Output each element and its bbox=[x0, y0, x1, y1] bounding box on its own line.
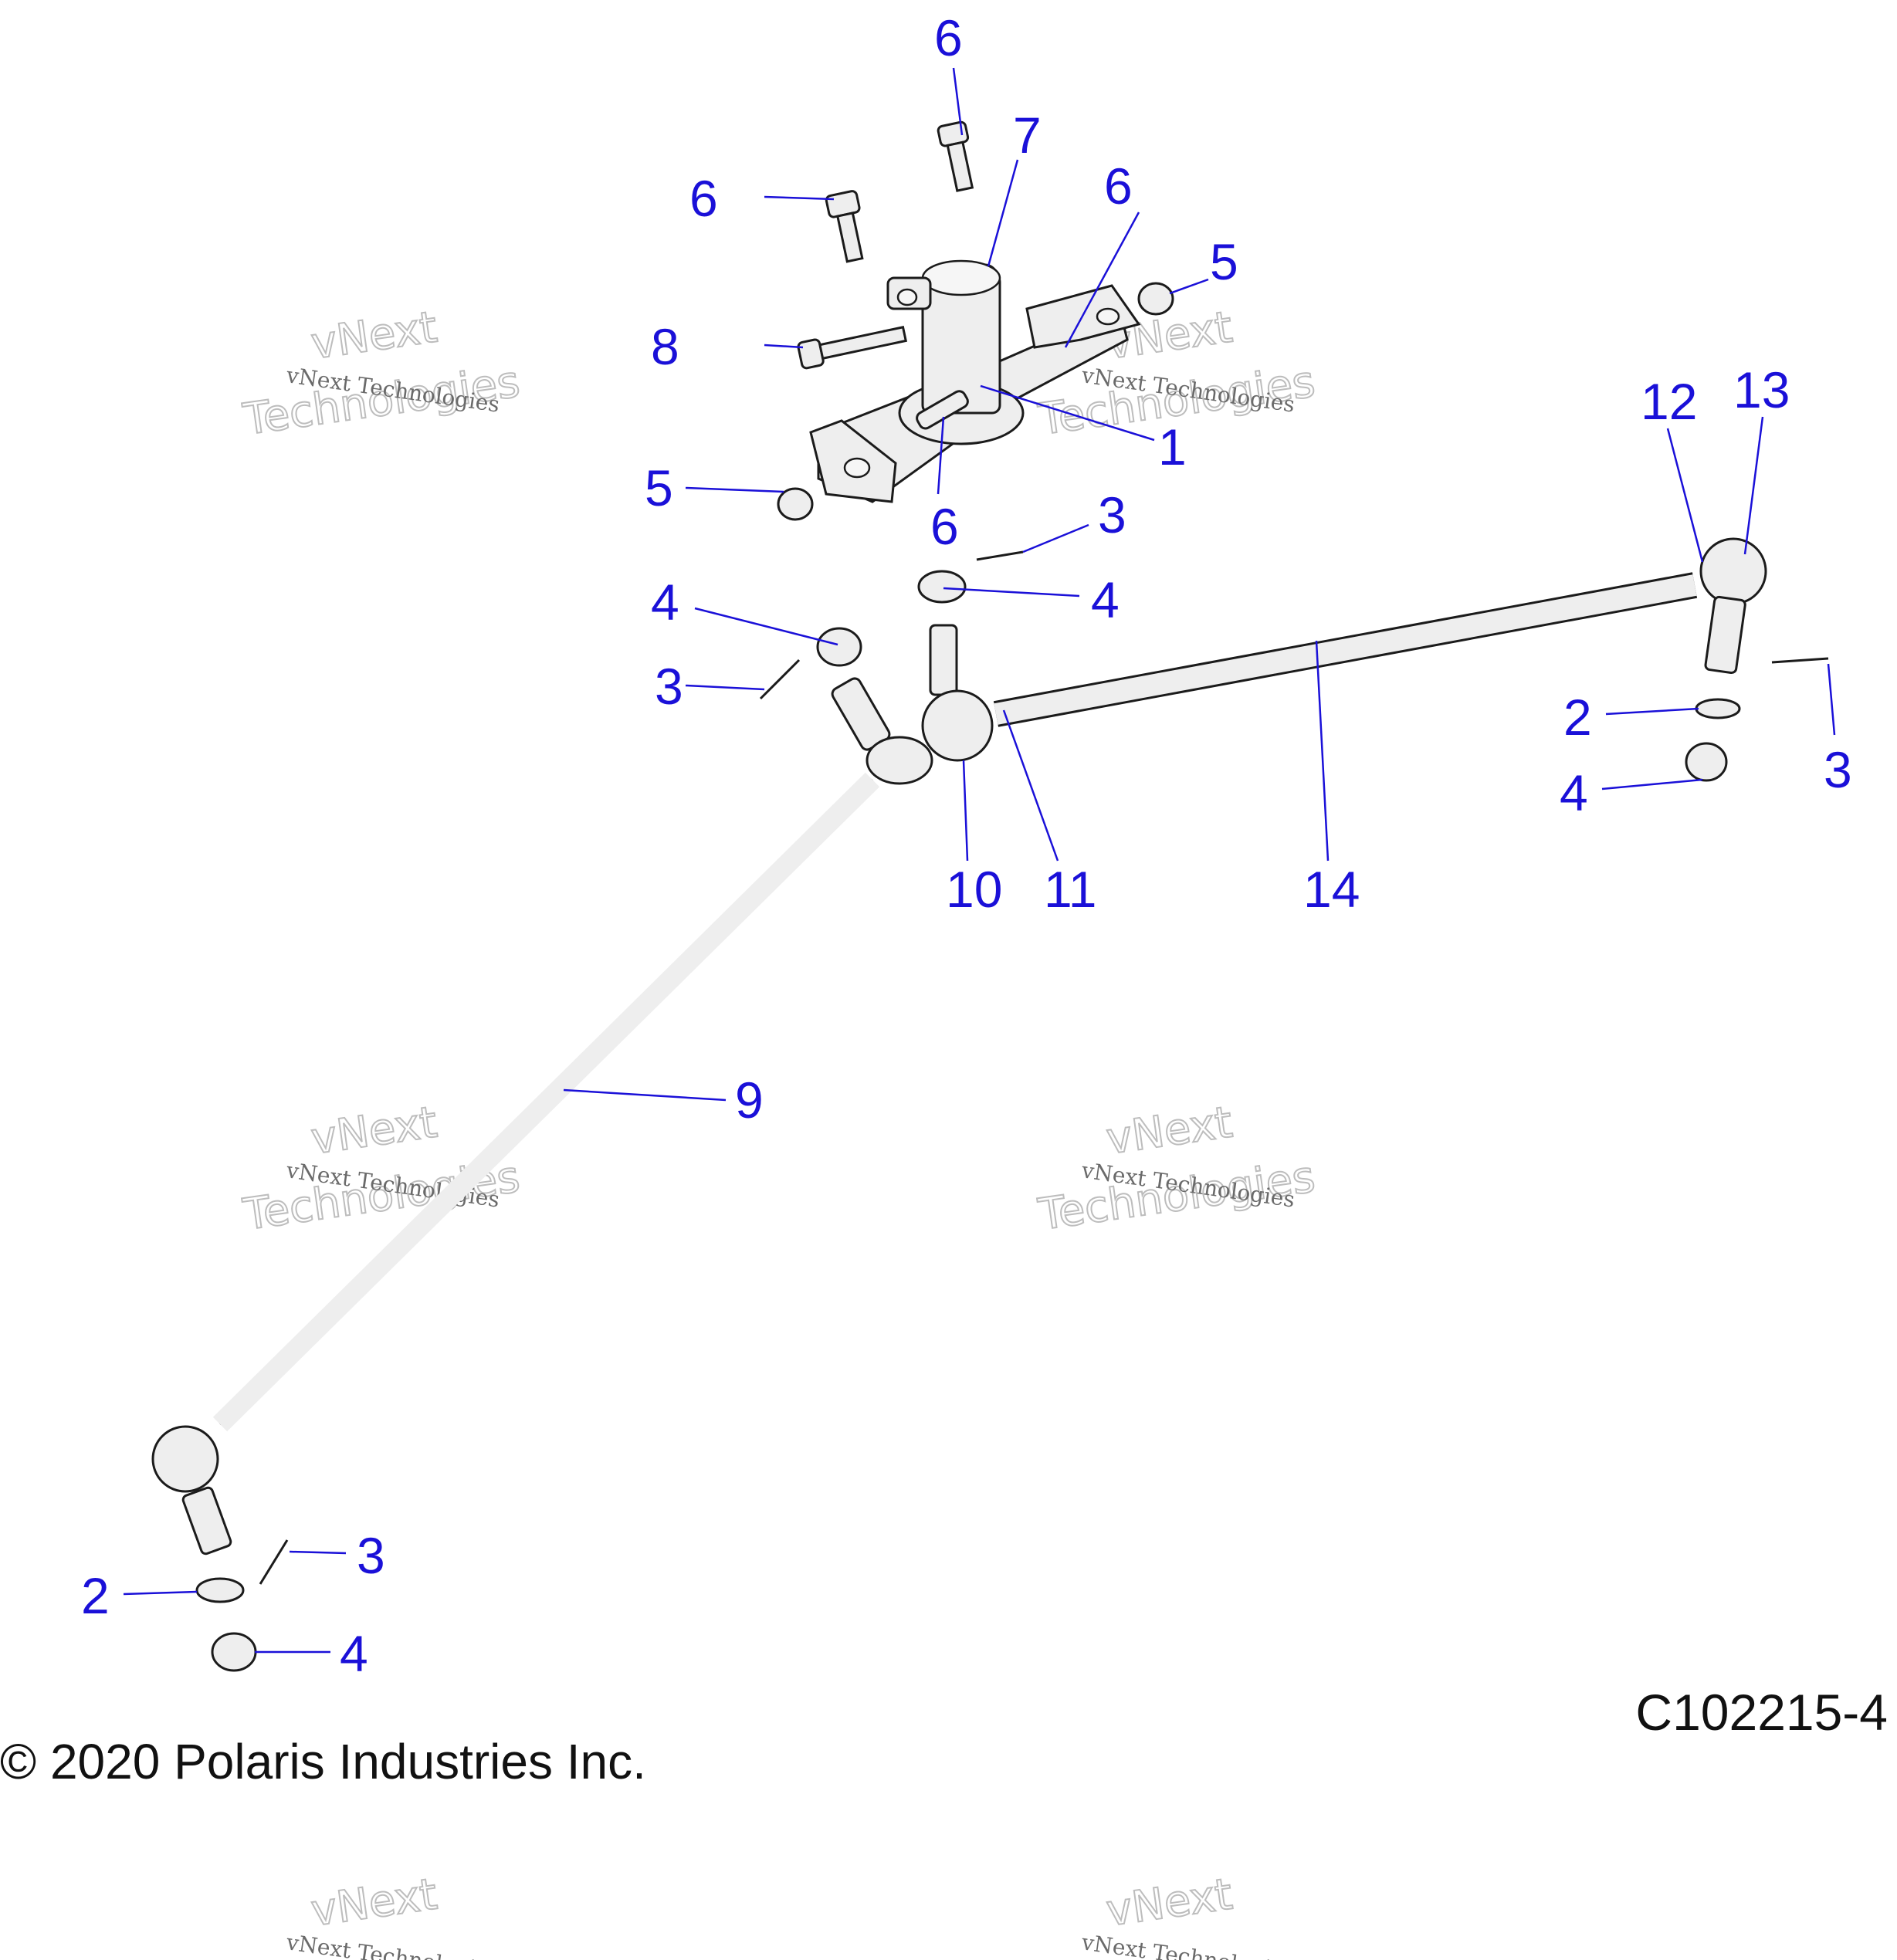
drawing-id: C102215-4 bbox=[1635, 1684, 1888, 1741]
callout-6: 6 bbox=[930, 498, 959, 555]
pivot-bracket bbox=[809, 259, 1141, 503]
nut-5-left bbox=[777, 487, 814, 521]
bolt-8 bbox=[797, 326, 908, 370]
callout-4: 4 bbox=[1560, 764, 1588, 821]
callout-labels: 6 7 6 6 5 8 1 5 6 3 4 4 3 12 13 2 4 3 10… bbox=[81, 9, 1852, 1682]
callout-3: 3 bbox=[1824, 741, 1852, 798]
callout-4: 4 bbox=[340, 1625, 368, 1682]
castle-nut-4b bbox=[816, 627, 862, 667]
cotter-pin-3a bbox=[976, 550, 1024, 561]
callout-7: 7 bbox=[1013, 107, 1042, 164]
washer-2b bbox=[195, 1577, 245, 1603]
watermark: vNext vNext Technologies bbox=[284, 1868, 501, 1960]
callout-11: 11 bbox=[1044, 861, 1097, 918]
watermark: vNext Technologies vNext Technologies bbox=[239, 301, 523, 445]
svg-text:vNext: vNext bbox=[308, 1869, 440, 1936]
svg-text:vNext: vNext bbox=[1103, 1097, 1235, 1164]
callout-10: 10 bbox=[946, 861, 1002, 918]
callout-2: 2 bbox=[1563, 689, 1592, 746]
watermarks: vNext Technologies vNext Technologies vN… bbox=[239, 301, 1319, 1960]
bolt-6-lower bbox=[916, 390, 969, 430]
callout-2: 2 bbox=[81, 1567, 110, 1624]
callout-4: 4 bbox=[1091, 571, 1120, 628]
castle-nut-4c bbox=[1685, 742, 1728, 782]
callout-3: 3 bbox=[357, 1527, 385, 1584]
callout-6: 6 bbox=[1104, 157, 1133, 215]
callout-6: 6 bbox=[689, 170, 718, 227]
watermark: vNext vNext Technologies bbox=[1079, 1868, 1296, 1960]
callout-4: 4 bbox=[651, 574, 679, 631]
svg-text:vNext: vNext bbox=[308, 1097, 440, 1164]
callout-14: 14 bbox=[1303, 861, 1360, 918]
callout-8: 8 bbox=[651, 318, 679, 375]
callout-3: 3 bbox=[655, 658, 683, 715]
cotter-pin-3c bbox=[1771, 657, 1829, 664]
callout-5: 5 bbox=[645, 459, 673, 516]
watermark: vNext Technologies vNext Technologies bbox=[1035, 1096, 1319, 1241]
svg-text:vNext: vNext bbox=[1103, 1869, 1235, 1936]
callout-13: 13 bbox=[1733, 361, 1790, 418]
callout-9: 9 bbox=[735, 1071, 764, 1129]
parts-linework bbox=[151, 120, 1829, 1672]
castle-nut-4a bbox=[917, 570, 967, 604]
washer-2a bbox=[1695, 698, 1741, 719]
castle-nut-4d bbox=[211, 1632, 257, 1672]
bolt-left bbox=[825, 190, 864, 263]
callout-6: 6 bbox=[934, 9, 963, 66]
callout-3: 3 bbox=[1098, 486, 1126, 543]
tie-rod-9 bbox=[151, 772, 880, 1555]
callout-12: 12 bbox=[1641, 373, 1697, 430]
callout-5: 5 bbox=[1210, 233, 1238, 290]
svg-text:vNext: vNext bbox=[308, 302, 440, 369]
copyright-notice: © 2020 Polaris Industries Inc. bbox=[0, 1734, 646, 1789]
cotter-pin-3d bbox=[259, 1539, 289, 1585]
ball-joint-10 bbox=[831, 624, 994, 785]
cotter-pin-3b bbox=[759, 658, 801, 700]
leader-lines bbox=[123, 67, 1836, 1654]
nut-5-right bbox=[1137, 282, 1174, 316]
tie-rod-14 bbox=[993, 537, 1767, 727]
bolt-top bbox=[937, 120, 974, 192]
callout-1: 1 bbox=[1158, 418, 1187, 476]
svg-text:vNext Technologies: vNext Technologies bbox=[284, 1929, 501, 1960]
svg-text:vNext Technologies: vNext Technologies bbox=[1079, 1929, 1296, 1960]
